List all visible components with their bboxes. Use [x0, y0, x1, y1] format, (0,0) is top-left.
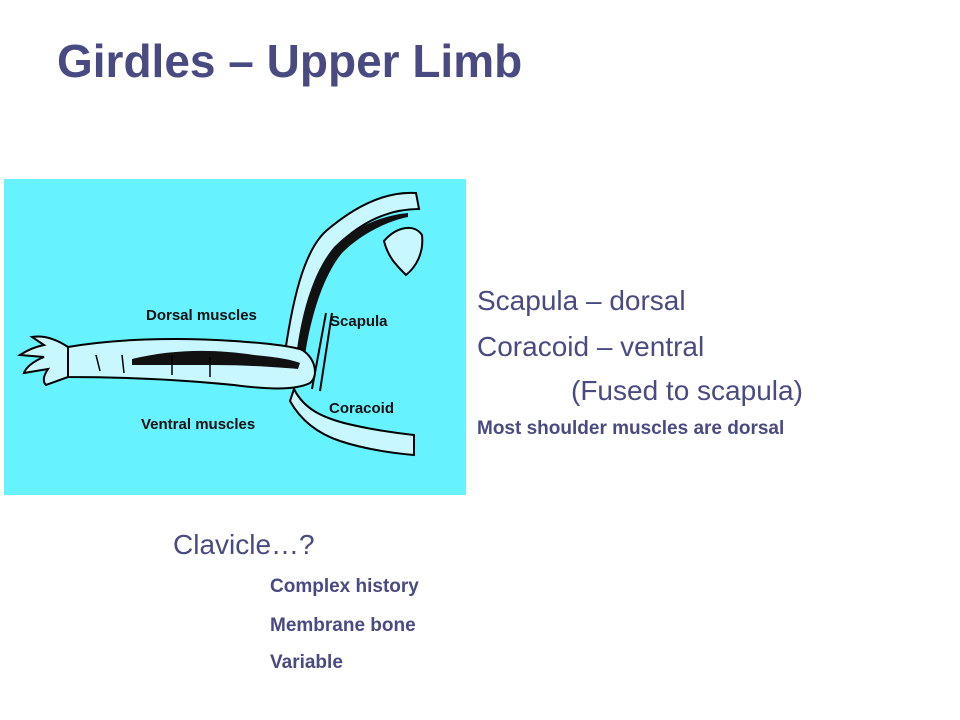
clavicle-heading: Clavicle…?	[173, 529, 315, 560]
hand-digits	[17, 335, 69, 387]
slide-title: Girdles – Upper Limb	[57, 35, 523, 87]
coracoid-bone	[288, 386, 415, 457]
note-scapula-dorsal: Scapula – dorsal	[477, 285, 686, 316]
note-most-shoulder-muscles: Most shoulder muscles are dorsal	[477, 418, 785, 439]
limb-girdle-diagram: Dorsal muscles Scapula Ventral muscles C…	[4, 179, 466, 495]
label-scapula: Scapula	[330, 313, 388, 330]
note-coracoid-ventral: Coracoid – ventral	[477, 331, 705, 362]
clavicle-point: Variable	[270, 652, 343, 673]
label-ventral-muscles: Ventral muscles	[141, 416, 255, 433]
clavicle-point: Membrane bone	[270, 615, 416, 636]
dorsal-muscle-band	[132, 350, 300, 369]
clavicle-point: Complex history	[270, 576, 419, 597]
note-fused-to-scapula: (Fused to scapula)	[571, 375, 803, 406]
label-coracoid: Coracoid	[329, 400, 394, 417]
label-dorsal-muscles: Dorsal muscles	[146, 307, 257, 324]
